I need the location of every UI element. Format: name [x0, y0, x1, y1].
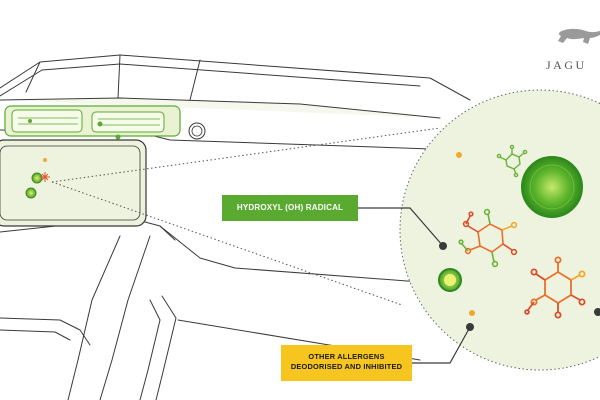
allergens-label-bg: [281, 345, 412, 381]
green-molecule-small: [496, 144, 528, 178]
infotainment-screen: [0, 139, 147, 227]
allergen-particle-top: [456, 152, 462, 158]
brand-wordmark: JAGU: [546, 58, 587, 72]
hydroxyl-label-bg: [222, 195, 358, 221]
leader-lines: [358, 207, 471, 364]
allergens-label-line2: DEODORISED AND INHIBITED: [290, 362, 403, 371]
jaguar-leaping-cat-icon: [558, 28, 600, 44]
dashboard-outline: [0, 54, 471, 400]
magnified-bubble: [399, 89, 600, 371]
allergen-particle-bottom: [469, 310, 475, 316]
allergens-label: OTHER ALLERGENS DEODORISED AND INHIBITED: [281, 345, 412, 381]
large-green-germ: [521, 156, 583, 218]
hydroxyl-radical-label: HYDROXYL (OH) RADICAL: [236, 203, 344, 212]
allergen-molecule: [524, 256, 586, 319]
allergens-label-line1: OTHER ALLERGENS: [308, 352, 385, 361]
screen-particles: [25, 158, 50, 199]
hydroxyl-callout-dot: [439, 242, 447, 250]
right-edge-callout-dot: [594, 308, 600, 316]
magnifier-cone: [51, 127, 441, 306]
air-vent-strip: [4, 105, 181, 140]
small-green-germ: [438, 268, 462, 292]
dash-knob: [188, 122, 206, 140]
allergens-callout-dot: [466, 323, 474, 331]
hydroxyl-molecule: [458, 208, 518, 268]
